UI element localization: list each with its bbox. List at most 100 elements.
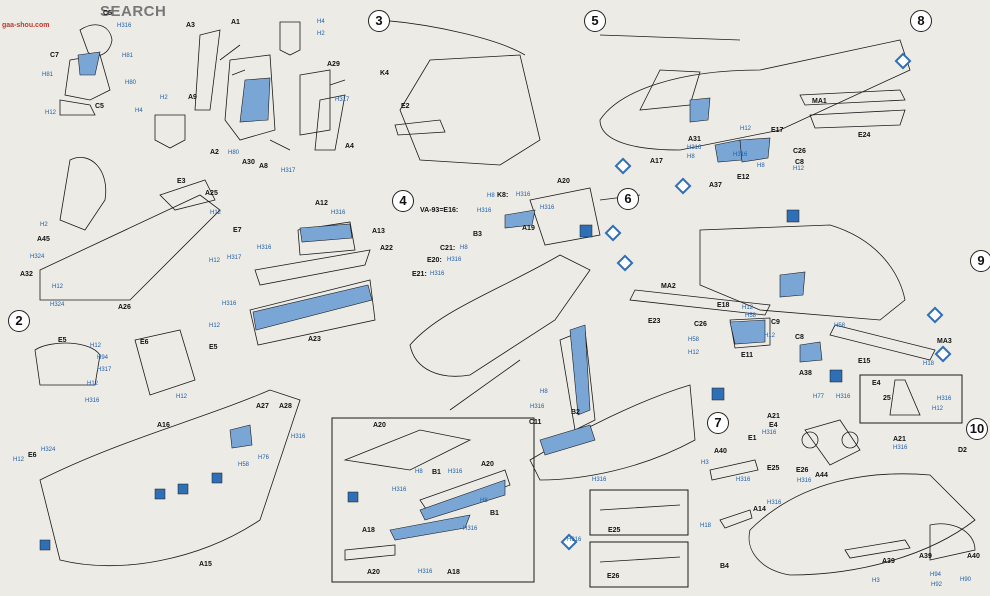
callout-a16: A16 bbox=[157, 422, 170, 429]
callout-a15: A15 bbox=[199, 561, 212, 568]
step-number-2: 2 bbox=[8, 310, 30, 332]
paint-code: H12 bbox=[176, 394, 188, 400]
paint-code: H316 bbox=[85, 398, 100, 404]
paint-code: H316 bbox=[516, 192, 531, 198]
paint-code: H12 bbox=[13, 457, 25, 463]
callout-a9: A9 bbox=[188, 94, 197, 101]
paint-code: H12 bbox=[742, 305, 754, 311]
callout-e5-panel: E5 bbox=[58, 337, 67, 344]
callout-a20-inset-bottom: A20 bbox=[367, 569, 380, 576]
callout-a28: A28 bbox=[279, 403, 292, 410]
callout-a18-left: A18 bbox=[362, 527, 375, 534]
paint-code: H316 bbox=[463, 526, 478, 532]
paint-code: H58 bbox=[688, 337, 700, 343]
callout-a40: A40 bbox=[714, 448, 727, 455]
paint-code: H316 bbox=[418, 569, 433, 575]
callout-a2: A2 bbox=[210, 149, 219, 156]
paint-code: H12 bbox=[210, 210, 222, 216]
paint-code: H324 bbox=[30, 254, 45, 260]
callout-a14: A14 bbox=[753, 506, 766, 513]
callout-e23: E23 bbox=[648, 318, 661, 325]
paint-code: H316 bbox=[733, 152, 748, 158]
callout-k4: K4 bbox=[380, 70, 389, 77]
callout-c26: C26 bbox=[793, 148, 806, 155]
paint-code: H316 bbox=[222, 301, 237, 307]
paint-code: H12 bbox=[793, 166, 805, 172]
callout-a23: A23 bbox=[308, 336, 321, 343]
paint-code: H316 bbox=[447, 257, 462, 263]
paint-code: H316 bbox=[592, 477, 607, 483]
watermark-site: gaa-shou.com bbox=[2, 22, 50, 29]
paint-code: H12 bbox=[932, 406, 944, 412]
paint-code: H94 bbox=[930, 572, 942, 578]
callout-a32: A32 bbox=[20, 271, 33, 278]
paint-code: H324 bbox=[41, 447, 56, 453]
paint-code: H324 bbox=[50, 302, 65, 308]
callout-e24: E24 bbox=[858, 132, 871, 139]
paint-code: H12 bbox=[209, 258, 221, 264]
callout-e7: E7 bbox=[233, 227, 242, 234]
callout-a17: A17 bbox=[650, 158, 663, 165]
callout-a4: A4 bbox=[345, 143, 354, 150]
callout-e5: E5 bbox=[209, 344, 218, 351]
paint-code: H18 bbox=[700, 523, 712, 529]
step-number-5: 5 bbox=[584, 10, 606, 32]
paint-code: H8 bbox=[540, 389, 548, 395]
callout-a1: A1 bbox=[231, 19, 240, 26]
paint-code: H81 bbox=[122, 53, 134, 59]
callout-a21-right: A21 bbox=[893, 436, 906, 443]
callout-e25-inset: E25 bbox=[608, 527, 621, 534]
callout-a12: A12 bbox=[315, 200, 328, 207]
callout-ma3: MA3 bbox=[937, 338, 952, 345]
callout-e6: E6 bbox=[28, 452, 37, 459]
callout-a19: A19 bbox=[522, 225, 535, 232]
callout-c7: C7 bbox=[50, 52, 59, 59]
callout-a40-inset: A40 bbox=[967, 553, 980, 560]
callout-b4: B4 bbox=[720, 563, 729, 570]
callout-e4-inset: E4 bbox=[872, 380, 881, 387]
paint-code: H12 bbox=[688, 350, 700, 356]
callout-e11: E11 bbox=[741, 352, 754, 359]
callout-a8: A8 bbox=[259, 163, 268, 170]
callout-a18-bottom: A18 bbox=[447, 569, 460, 576]
callout-e2: E2 bbox=[401, 103, 410, 110]
paint-code: H90 bbox=[960, 577, 972, 583]
callout-b2: B2 bbox=[571, 409, 580, 416]
callout-e12: E12 bbox=[737, 174, 750, 181]
callout-ma2: MA2 bbox=[661, 283, 676, 290]
callout-c5: C5 bbox=[95, 103, 104, 110]
paint-code: H12 bbox=[764, 333, 776, 339]
paint-code: H76 bbox=[258, 455, 270, 461]
paint-code: H317 bbox=[281, 168, 296, 174]
callout-a25: A25 bbox=[205, 190, 218, 197]
paint-code: H8 bbox=[415, 469, 423, 475]
callout-c21: C21: bbox=[440, 245, 456, 252]
callout-b3: B3 bbox=[473, 231, 482, 238]
paint-code: H12 bbox=[45, 110, 57, 116]
paint-code: H12 bbox=[740, 126, 752, 132]
step-number-10: 10 bbox=[966, 418, 988, 440]
paint-code: H58 bbox=[745, 313, 757, 319]
watermark-title: SEARCH bbox=[100, 3, 167, 20]
paint-code: H3 bbox=[872, 578, 880, 584]
paint-code: H8 bbox=[480, 498, 488, 504]
callout-a29: A29 bbox=[327, 61, 340, 68]
paint-code: H8 bbox=[460, 245, 468, 251]
paint-code: H316 bbox=[540, 205, 555, 211]
callout-a22: A22 bbox=[380, 245, 393, 252]
callout-e25: E25 bbox=[767, 465, 780, 472]
callout-va93-e16: VA-93=E16: bbox=[420, 207, 459, 214]
callout-a39: A39 bbox=[882, 558, 895, 565]
paint-code: H316 bbox=[836, 394, 851, 400]
callout-e6-glare: E6 bbox=[140, 339, 149, 346]
callout-e17: E17 bbox=[771, 127, 784, 134]
step-number-8: 8 bbox=[910, 10, 932, 32]
paint-code: H2 bbox=[40, 222, 48, 228]
paint-code: H317 bbox=[97, 367, 112, 373]
paint-code: H317 bbox=[335, 97, 350, 103]
callout-b1-upper: B1 bbox=[432, 469, 441, 476]
callout-k8: K8: bbox=[497, 192, 509, 199]
paint-code: H316 bbox=[392, 487, 407, 493]
callout-a20-top: A20 bbox=[557, 178, 570, 185]
